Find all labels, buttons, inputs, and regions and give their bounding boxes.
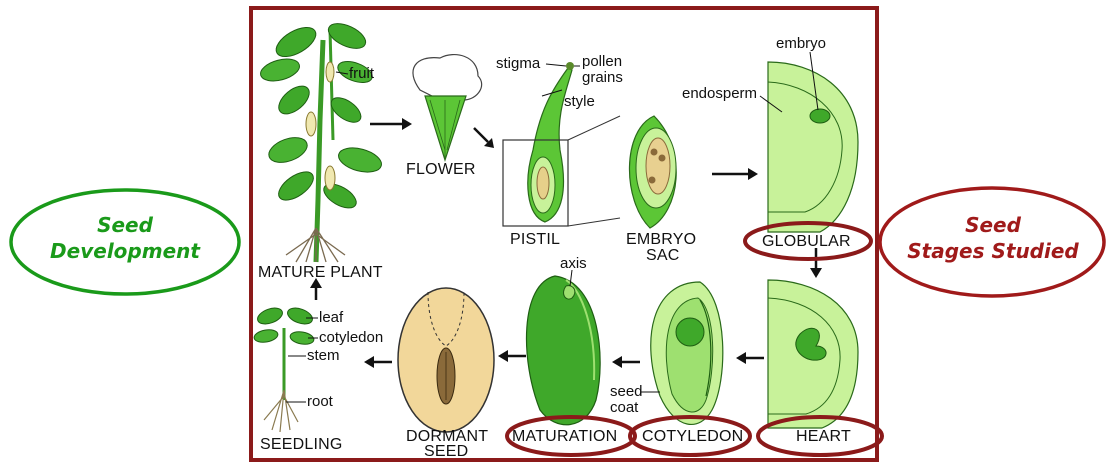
label-cotyledon: cotyledon (319, 330, 383, 346)
seed-development-line1: Seed (25, 212, 225, 238)
globular-stage-illustration (768, 52, 858, 232)
label-stigma: stigma (496, 56, 540, 72)
label-seedling: SEEDLING (260, 437, 343, 453)
label-embryo: embryo (776, 36, 826, 52)
seedling-illustration (253, 305, 318, 432)
pistil-illustration (503, 62, 620, 226)
mature-plant-illustration (258, 18, 384, 262)
label-endosperm: endosperm (682, 86, 757, 102)
label-fruit: fruit (349, 66, 374, 82)
label-stem: stem (307, 348, 340, 364)
maturation-stage-illustration (526, 270, 600, 425)
dormant-seed-illustration (398, 288, 494, 432)
flower-illustration (413, 55, 482, 160)
label-globular: GLOBULAR (762, 234, 851, 250)
seed-development-title: Seed Development (25, 212, 225, 264)
label-seed: SEED (424, 444, 468, 460)
embryo-sac-illustration (629, 116, 676, 228)
label-mature-plant: MATURE PLANT (258, 265, 383, 281)
cotyledon-stage-illustration (640, 282, 723, 424)
label-seed-coat-1: seed (610, 384, 643, 400)
seed-development-line2: Development (25, 238, 225, 264)
label-leaf: leaf (319, 310, 343, 326)
label-root: root (307, 394, 333, 410)
seed-stages-line1: Seed (888, 212, 1098, 238)
label-embryo-sac-2: SAC (646, 248, 680, 264)
label-style: style (564, 94, 595, 110)
heart-stage-illustration (768, 280, 858, 428)
label-seed-coat-2: coat (610, 400, 638, 416)
seed-stages-studied-title: Seed Stages Studied (888, 212, 1098, 264)
label-embryo-sac-1: EMBRYO (626, 232, 696, 248)
label-pistil: PISTIL (510, 232, 560, 248)
label-pollen: pollen (582, 54, 622, 70)
label-flower: FLOWER (406, 162, 476, 178)
label-cotyledon-stage: COTYLEDON (642, 429, 743, 445)
label-axis: axis (560, 256, 587, 272)
label-heart: HEART (796, 429, 851, 445)
seed-stages-line2: Stages Studied (888, 238, 1098, 264)
label-maturation: MATURATION (512, 429, 617, 445)
label-grains: grains (582, 70, 623, 86)
